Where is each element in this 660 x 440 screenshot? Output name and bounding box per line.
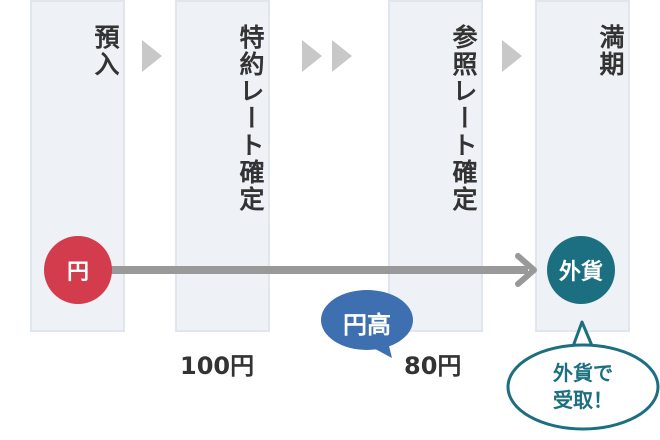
yen-badge: 円 [44, 236, 112, 304]
yen-badge-label: 円 [66, 260, 89, 285]
chevron-right-icon [142, 40, 162, 72]
step-column-reference-rate: 参照レート確定 [388, 0, 483, 332]
step-label-maturity: 満期 [596, 24, 625, 78]
double-chevron-right-icon [302, 40, 352, 72]
step-label-reference-rate: 参照レート確定 [449, 24, 478, 213]
yen-appreciation-bubble [321, 290, 413, 350]
rate-label-first: 100円 [180, 352, 255, 380]
step-column-special-rate: 特約レート確定 [175, 0, 270, 332]
receive-label-line2: 受取！ [553, 388, 613, 412]
rate-label-second: 80円 [404, 352, 462, 380]
receive-label-line1: 外貨で [553, 361, 613, 385]
receive-label: 外貨で 受取！ [520, 360, 646, 414]
receive-bubble [506, 343, 660, 431]
step-label-deposit: 預入 [91, 24, 120, 78]
foreign-currency-badge: 外貨 [547, 236, 615, 304]
yen-appreciation-label: 円高 [343, 311, 391, 339]
foreign-currency-badge-label: 外貨 [558, 260, 603, 285]
chevron-right-icon [502, 40, 522, 72]
step-label-special-rate: 特約レート確定 [236, 24, 265, 213]
